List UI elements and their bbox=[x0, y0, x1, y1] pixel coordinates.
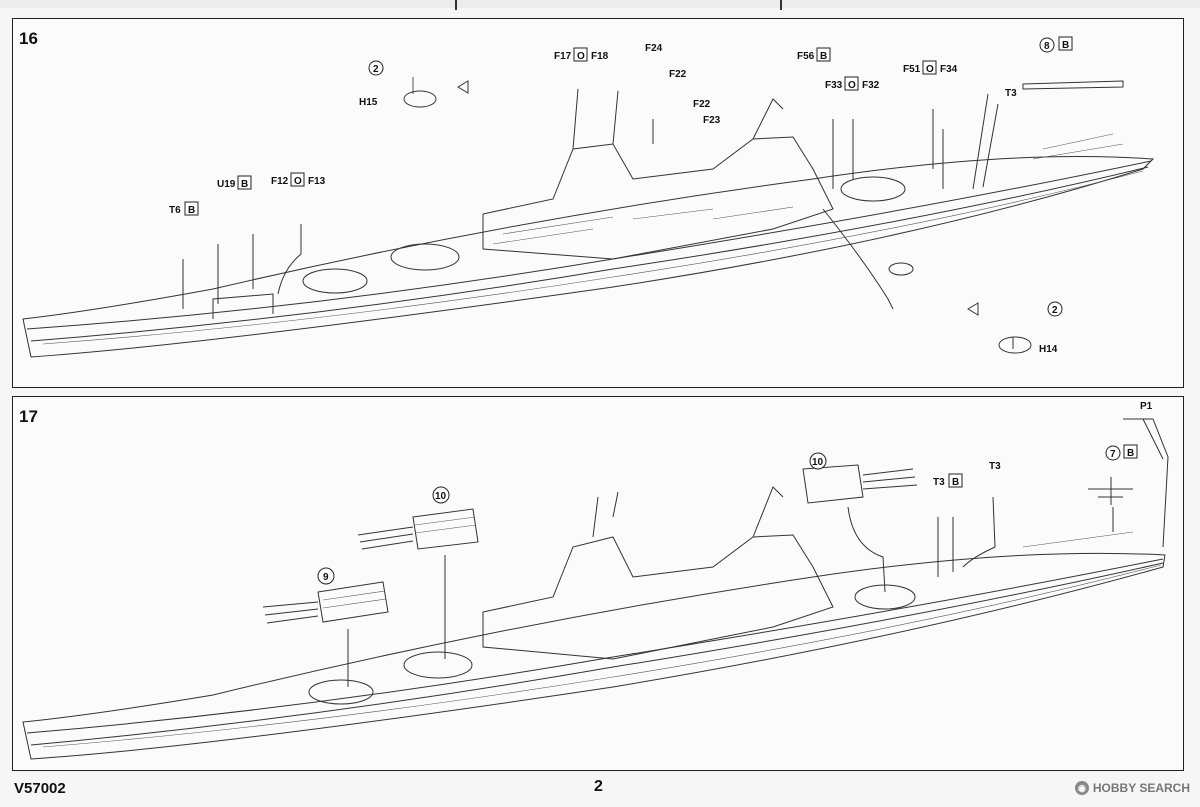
ship-diagram-step-16: 2 H15 F17 O F18 F24 F22 F22 F23 F56 B F3… bbox=[22, 36, 1155, 358]
svg-text:F22: F22 bbox=[693, 99, 711, 110]
svg-text:B: B bbox=[1062, 40, 1069, 51]
svg-text:B: B bbox=[952, 477, 959, 488]
svg-text:10: 10 bbox=[812, 457, 824, 468]
svg-text:T3: T3 bbox=[933, 477, 945, 488]
svg-text:F34: F34 bbox=[940, 64, 958, 75]
step-number: 16 bbox=[19, 29, 38, 48]
crop-mark bbox=[455, 0, 457, 10]
svg-text:F51: F51 bbox=[903, 64, 921, 75]
svg-text:7: 7 bbox=[1110, 449, 1116, 460]
callout-h15: H15 bbox=[359, 97, 378, 108]
deck-edge bbox=[26, 558, 1164, 734]
svg-text:9: 9 bbox=[323, 572, 329, 583]
svg-text:H14: H14 bbox=[1039, 344, 1058, 355]
svg-text:F13: F13 bbox=[308, 176, 326, 187]
crane-p1 bbox=[1123, 418, 1169, 548]
svg-text:F32: F32 bbox=[862, 80, 880, 91]
svg-text:B: B bbox=[188, 205, 195, 216]
page-top-edge bbox=[0, 0, 1200, 8]
svg-text:8: 8 bbox=[1044, 41, 1050, 52]
svg-text:O: O bbox=[294, 176, 302, 187]
turret-10-aft bbox=[802, 464, 864, 504]
svg-text:F18: F18 bbox=[591, 51, 609, 62]
svg-text:B: B bbox=[820, 51, 827, 62]
product-code: V57002 bbox=[14, 780, 66, 797]
svg-text:O: O bbox=[926, 64, 934, 75]
turret-10-forward bbox=[412, 508, 479, 550]
callout-2: 2 bbox=[373, 64, 379, 75]
svg-text:O: O bbox=[848, 80, 856, 91]
svg-text:F56: F56 bbox=[797, 51, 815, 62]
callout-f17: F17 bbox=[554, 51, 572, 62]
logo-icon: ◉ bbox=[1074, 781, 1089, 795]
aircraft bbox=[1088, 477, 1133, 505]
hull-waterline bbox=[30, 562, 1164, 746]
ship-diagram-step-17: P1 7 B 10 10 T3 B T3 9 bbox=[22, 401, 1169, 760]
svg-text:B: B bbox=[1127, 448, 1134, 459]
svg-text:10: 10 bbox=[435, 491, 447, 502]
svg-text:F33: F33 bbox=[825, 80, 843, 91]
crop-mark bbox=[780, 0, 782, 10]
page-number: 2 bbox=[594, 778, 603, 795]
svg-text:B: B bbox=[241, 179, 248, 190]
svg-text:T3: T3 bbox=[1005, 88, 1017, 99]
svg-text:2: 2 bbox=[1052, 305, 1058, 316]
step-number: 17 bbox=[19, 407, 38, 426]
svg-text:F12: F12 bbox=[271, 176, 289, 187]
svg-text:F22: F22 bbox=[669, 69, 687, 80]
step-16-panel: 16 bbox=[12, 18, 1184, 388]
callout-p1: P1 bbox=[1140, 401, 1153, 412]
svg-text:O: O bbox=[577, 51, 585, 62]
hull-waterline bbox=[30, 166, 1149, 342]
turret-9 bbox=[317, 581, 389, 623]
hull-outline bbox=[22, 156, 1155, 358]
watermark: ◉ HOBBY SEARCH bbox=[1074, 781, 1190, 795]
svg-text:F24: F24 bbox=[645, 43, 663, 54]
svg-text:T6: T6 bbox=[169, 205, 181, 216]
watermark-text: HOBBY SEARCH bbox=[1092, 781, 1190, 795]
step-17-panel: 17 bbox=[12, 396, 1184, 771]
superstructure bbox=[482, 136, 834, 260]
svg-text:U19: U19 bbox=[217, 179, 236, 190]
superstructure bbox=[482, 534, 834, 660]
hull-outline bbox=[22, 552, 1166, 760]
deck-edge bbox=[26, 160, 1152, 330]
svg-text:T3: T3 bbox=[989, 461, 1001, 472]
svg-text:F23: F23 bbox=[703, 115, 721, 126]
